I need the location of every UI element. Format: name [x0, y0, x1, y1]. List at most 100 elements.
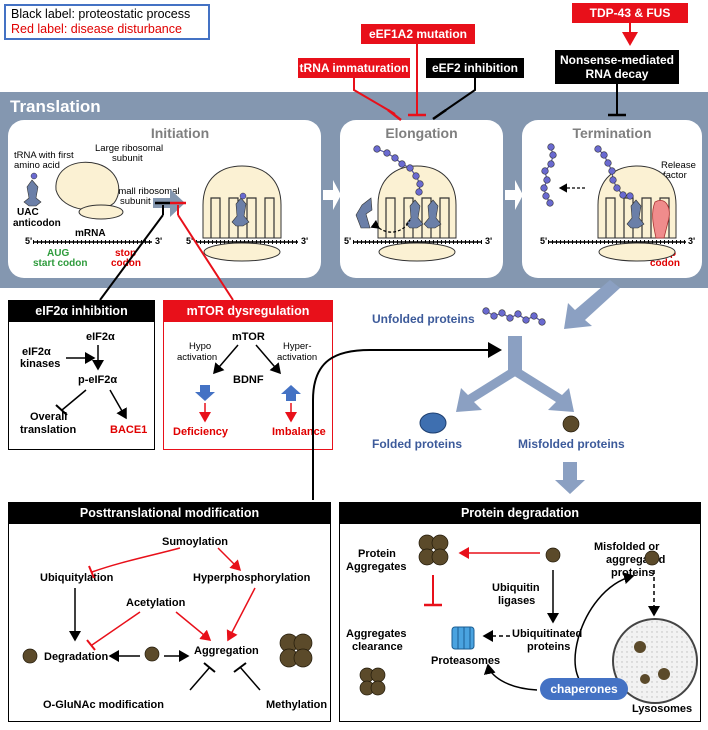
aggregates-clearance-label-2: clearance — [352, 641, 403, 653]
large-subunit-shape — [55, 161, 120, 211]
degradation-arrows — [424, 547, 660, 691]
release-factor-shape — [652, 200, 670, 239]
overall-label-2: translation — [20, 424, 77, 436]
eif2a-header: eIF2α inhibition — [8, 300, 155, 322]
hyperphosphorylation-label: Hyperphosphorylation — [193, 572, 311, 584]
eif2a-box — [8, 300, 155, 450]
degradation-header: Protein degradation — [339, 502, 701, 524]
trna-label-1: tRNA with first — [14, 150, 74, 161]
misfolded-proteins-label: Misfolded proteins — [518, 437, 625, 451]
start-codon-label: start codon — [33, 258, 88, 269]
aggregation-label: Aggregation — [194, 645, 259, 657]
aggregates-clearance-label-1: Aggregates — [346, 628, 407, 640]
unfolded-proteins-label: Unfolded proteins — [372, 312, 475, 326]
elong-3prime: 3' — [485, 236, 493, 246]
release-label-2: factor — [663, 170, 687, 181]
legend-red: Red label: disease disturbance — [11, 22, 182, 36]
eif2a-node: eIF2α — [86, 331, 115, 343]
ubiquitin-ligases-label-1: Ubiquitin — [492, 582, 540, 594]
ubiquitinated-label-1: Ubiquitinated — [512, 628, 583, 640]
small-subunit-label-2: subunit — [120, 196, 151, 207]
trna-icon — [23, 172, 42, 207]
oglunac-label: O-GluNAc modification — [43, 699, 164, 711]
ribosome-5prime: 5' — [186, 236, 194, 246]
nmd-label: Nonsense-mediated RNA decay — [555, 50, 679, 84]
bace1-label: BACE1 — [110, 424, 148, 436]
elongation-ribosome — [355, 165, 457, 262]
trna-label-2: amino acid — [14, 160, 60, 171]
small-subunit-label-1: Small ribosomal — [112, 186, 180, 197]
ptm-arrows — [69, 547, 261, 691]
ptm-header: Posttranslational modification — [8, 502, 331, 524]
initiation-title: Initiation — [150, 125, 210, 141]
nmd-line-2: RNA decay — [585, 67, 649, 81]
mrna-3prime: 3' — [155, 236, 163, 246]
ubiquitin-ligases-label-2: ligases — [498, 595, 536, 607]
elongation-title: Elongation — [385, 125, 458, 141]
translation-title: Translation — [10, 97, 101, 116]
initiation-ribosome — [202, 165, 282, 262]
folded-proteins-label: Folded proteins — [372, 437, 462, 451]
initiation-regulation-lines — [99, 201, 234, 301]
ribosome-3prime: 3' — [301, 236, 309, 246]
disturbance-connectors — [353, 23, 638, 121]
small-subunit-shape — [78, 204, 124, 220]
eif2a-kinases-2: kinases — [20, 358, 61, 370]
proteasome-icon — [451, 626, 475, 650]
proteasomes-label: Proteasomes — [431, 655, 501, 667]
lysosomes-label: Lysosomes — [632, 703, 693, 715]
uac-label: UAC — [17, 207, 39, 218]
aug-label: AUG — [47, 248, 70, 259]
release-label-1: Release — [661, 160, 696, 171]
misfolded-aggregated-label-1: Misfolded or — [594, 541, 660, 553]
anticodon-label: anticodon — [13, 218, 61, 229]
legend-black: Black label: proteostatic process — [11, 7, 191, 21]
term-5prime: 5' — [540, 236, 548, 246]
acetylation-label: Acetylation — [126, 597, 186, 609]
methylation-label: Methylation — [266, 699, 328, 711]
large-subunit-label-2: subunit — [112, 153, 143, 164]
hypo-label-2: activation — [177, 352, 218, 363]
mtor-box — [163, 300, 333, 450]
term-3prime: 3' — [688, 236, 696, 246]
trna-immaturation-label: tRNA immaturation — [298, 58, 410, 78]
stop-label: stop — [115, 248, 137, 259]
translation-flow-arrows — [323, 180, 523, 210]
peptide-chains — [373, 143, 634, 326]
ubiquitinated-label-2: proteins — [527, 641, 571, 653]
folded-protein-icon — [419, 412, 447, 434]
eif2a-pathway-arrows — [55, 345, 127, 420]
eif2a-kinases-1: eIF2α — [22, 346, 51, 358]
elong-5prime: 5' — [344, 236, 352, 246]
aggregate-icons — [22, 415, 660, 696]
ptm-feedback-arrow — [312, 342, 502, 500]
hypo-label-1: Hypo — [189, 341, 212, 352]
termination-ribosome — [558, 165, 677, 262]
protein-aggregates-label-2: Aggregates — [346, 561, 407, 573]
degradation-label: Degradation — [44, 651, 109, 663]
hyper-label-1: Hyper- — [283, 341, 312, 352]
eef1a2-label: eEF1A2 mutation — [361, 24, 475, 44]
term-codon-label: codon — [650, 258, 680, 269]
mrna-5prime: 5' — [25, 236, 33, 246]
nmd-line-1: Nonsense-mediated — [559, 53, 675, 67]
folding-flow-arrows — [456, 280, 620, 494]
overall-label-1: Overall — [30, 411, 68, 423]
ptm-box — [8, 502, 331, 722]
mtor-header: mTOR dysregulation — [163, 300, 333, 322]
hyper-label-2: activation — [277, 352, 318, 363]
lysosome-icon — [612, 618, 698, 704]
chaperones-pill: chaperones — [540, 678, 628, 700]
large-subunit-label-1: Large ribosomal — [95, 143, 164, 154]
mrna-label: mRNA — [75, 228, 106, 239]
mtor-pathway-arrows — [195, 344, 301, 423]
eef2-inhibition-label: eEF2 inhibition — [426, 58, 524, 78]
bdnf-node: BDNF — [233, 374, 264, 386]
ubiquitylation-label: Ubiquitylation — [40, 572, 114, 584]
legend: Black label: proteostatic process Red la… — [4, 4, 210, 40]
deficiency-label: Deficiency — [173, 426, 229, 438]
mtor-node: mTOR — [232, 331, 265, 343]
sumoylation-label: Sumoylation — [162, 536, 229, 548]
protein-aggregates-label-1: Protein — [358, 548, 396, 560]
